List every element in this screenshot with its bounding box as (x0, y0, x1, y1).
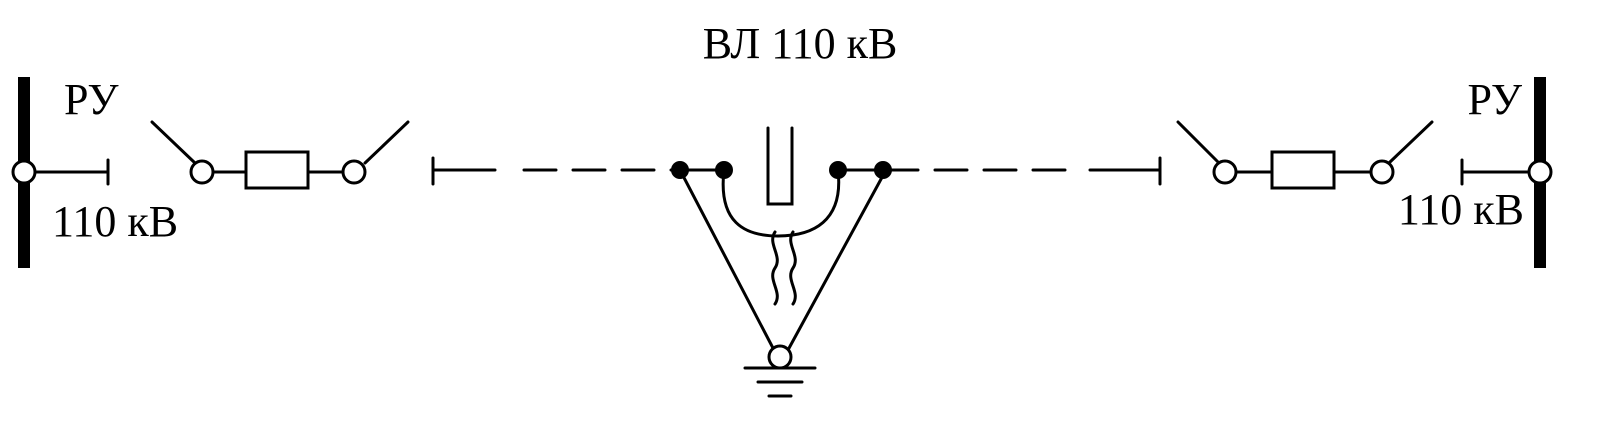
left-substation-voltage: 110 кВ (52, 197, 178, 246)
clamp-3 (829, 161, 847, 179)
work-zone-bracket (766, 126, 794, 206)
right-disconnector-1-blade (1176, 120, 1220, 164)
right-breaker (1270, 150, 1336, 190)
ground-terminal (767, 344, 793, 370)
right-disconnector-2-blade (1388, 120, 1434, 164)
left-disconnector-1-blade (150, 120, 197, 165)
right-disconnector-2-terminal (1369, 159, 1395, 185)
right-bus-terminal (1527, 159, 1553, 185)
clamp-4 (874, 161, 892, 179)
inner-shunt-wire (721, 168, 841, 238)
left-substation: РУ 110 кВ (11, 75, 410, 268)
right-disconnector-1-terminal (1212, 159, 1238, 185)
right-substation-voltage: 110 кВ (1398, 185, 1524, 234)
clamp-2 (715, 161, 733, 179)
wave-break-left (771, 230, 779, 306)
outer-ground-wire-left (678, 168, 776, 352)
left-disconnector-1-terminal (189, 159, 215, 185)
right-substation: РУ 110 кВ (1176, 75, 1553, 268)
left-breaker (244, 150, 310, 190)
left-disconnector-2-blade (363, 120, 410, 165)
left-disconnector-2-terminal (341, 159, 367, 185)
overhead-line (431, 156, 1162, 186)
clamp-1 (671, 161, 689, 179)
left-bus-terminal (11, 159, 37, 185)
outer-ground-wire-right (786, 168, 888, 352)
right-substation-name: РУ (1467, 75, 1522, 124)
wave-break-right (789, 230, 797, 306)
portable-grounding (671, 126, 892, 398)
left-substation-name: РУ (64, 75, 119, 124)
line-label: ВЛ 110 кВ (703, 19, 898, 68)
